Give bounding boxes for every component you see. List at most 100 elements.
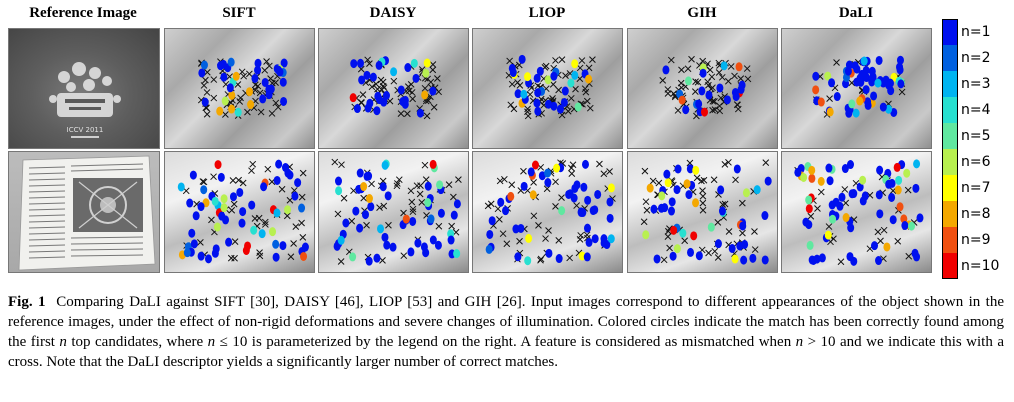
mismatch-cross	[299, 169, 307, 177]
mismatch-cross	[751, 228, 758, 235]
match-circle	[859, 175, 867, 185]
mismatch-cross	[693, 174, 701, 182]
match-circle	[662, 65, 670, 75]
mismatch-cross	[359, 91, 367, 98]
match-markers-gih-tshirt	[659, 55, 752, 120]
match-circle	[606, 197, 614, 207]
mismatch-cross	[372, 80, 380, 88]
match-circle	[699, 68, 707, 78]
mismatch-cross	[423, 112, 431, 120]
mismatch-cross	[283, 212, 291, 220]
mismatch-cross	[251, 86, 259, 94]
panel-dali-tshirt	[781, 28, 932, 149]
mismatch-cross	[877, 237, 884, 245]
match-circle	[189, 170, 197, 180]
match-circle	[723, 95, 731, 105]
column-title-liop: LIOP	[528, 5, 566, 21]
mismatch-cross	[718, 73, 726, 81]
match-circle	[558, 206, 566, 216]
mismatch-cross	[691, 88, 699, 96]
mismatch-cross	[826, 95, 833, 102]
match-markers-dali-tshirt	[812, 55, 906, 118]
match-circle	[544, 75, 552, 85]
match-circle	[416, 108, 424, 118]
match-markers-dali-newspaper	[794, 159, 924, 266]
match-circle	[658, 191, 666, 201]
match-circle	[367, 202, 375, 212]
match-circle	[514, 252, 522, 262]
mismatch-cross	[640, 218, 648, 226]
mismatch-cross	[268, 110, 276, 117]
column-title-sift: SIFT	[222, 5, 256, 21]
match-circle	[527, 167, 535, 177]
mismatch-cross	[430, 103, 438, 111]
mismatch-cross	[743, 65, 751, 72]
mismatch-cross	[825, 223, 833, 230]
match-circle	[684, 76, 692, 86]
match-circle	[861, 191, 869, 201]
mismatch-cross	[257, 108, 265, 116]
match-circle	[280, 58, 288, 68]
match-circle	[429, 235, 437, 245]
mismatch-cross	[239, 179, 247, 187]
match-circle	[517, 223, 525, 233]
mismatch-cross	[264, 165, 272, 173]
match-circle	[670, 225, 678, 235]
mismatch-cross	[710, 176, 718, 184]
mismatch-cross	[380, 84, 388, 92]
mismatch-cross	[724, 77, 732, 85]
match-circle	[707, 222, 715, 232]
match-circle	[913, 159, 921, 169]
match-circle	[838, 192, 846, 202]
match-circle	[583, 223, 591, 233]
match-circle	[280, 96, 288, 106]
mismatch-cross	[744, 75, 752, 83]
panel-dali-newspaper	[781, 151, 932, 273]
colorbar-label: n=7	[961, 180, 991, 196]
match-circle	[571, 70, 579, 80]
match-circle	[885, 179, 893, 189]
match-circle	[853, 64, 861, 74]
mismatch-cross	[368, 180, 375, 188]
match-circle	[901, 221, 909, 231]
mismatch-cross	[545, 227, 552, 234]
match-circle	[409, 216, 417, 226]
match-circle	[728, 243, 736, 253]
match-circle	[817, 176, 825, 186]
mismatch-cross	[526, 91, 534, 98]
match-circle	[198, 68, 206, 78]
mismatch-cross	[494, 205, 502, 213]
match-circle	[895, 175, 903, 185]
match-circle	[529, 190, 537, 200]
match-circle	[852, 108, 860, 118]
mismatch-cross	[450, 193, 457, 201]
match-circle	[512, 224, 520, 234]
match-circle	[844, 66, 852, 76]
mismatch-cross	[711, 247, 719, 255]
match-circle	[260, 182, 268, 192]
mismatch-cross	[641, 167, 649, 175]
mismatch-cross	[751, 246, 759, 253]
reference-image-newspaper	[8, 151, 160, 273]
match-circle	[794, 167, 802, 177]
mismatch-cross	[572, 85, 579, 93]
caption-text-1: Comparing DaLI against SIFT [30], DAISY …	[8, 294, 1004, 350]
match-circle	[349, 252, 357, 262]
match-circle	[544, 168, 552, 178]
reference-image-tshirt: ICCV 2011	[8, 28, 160, 149]
mismatch-cross	[229, 177, 237, 184]
match-circle	[533, 98, 541, 108]
match-circle	[841, 164, 849, 174]
match-circle	[739, 221, 747, 231]
mismatch-cross	[287, 253, 295, 261]
match-circle	[896, 202, 904, 212]
mismatch-cross	[596, 160, 603, 168]
mismatch-cross	[385, 221, 392, 229]
match-circle	[273, 175, 281, 185]
mismatch-cross	[422, 176, 430, 183]
mismatch-cross	[416, 190, 424, 198]
match-circle	[213, 222, 221, 232]
mismatch-cross	[678, 66, 685, 74]
mismatch-cross	[374, 85, 381, 93]
match-circle	[761, 255, 769, 265]
